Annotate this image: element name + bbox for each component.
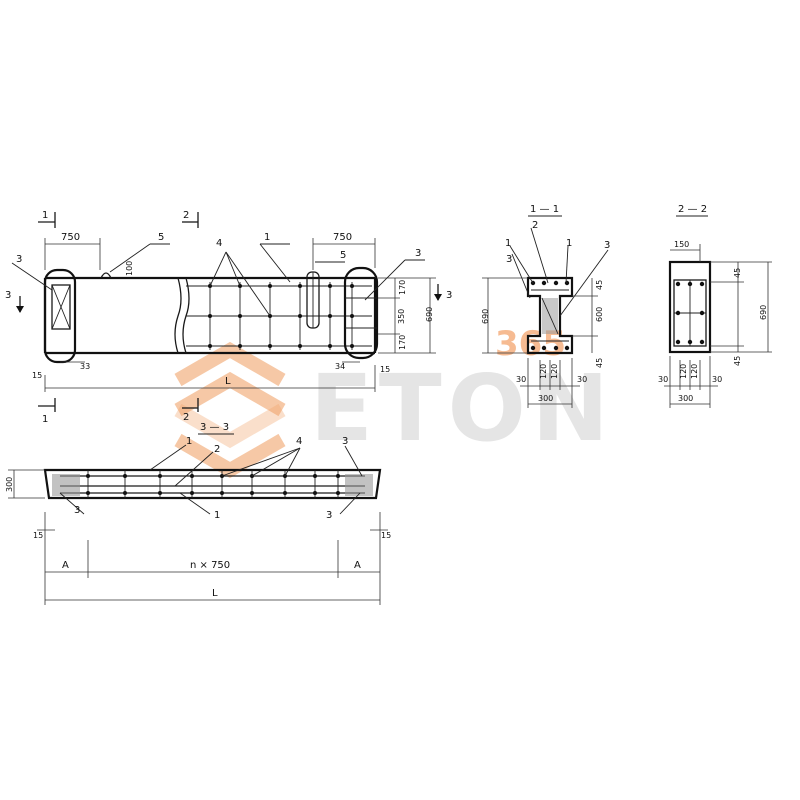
s11-dim-120-a: 120 <box>539 364 548 379</box>
s33-callout-4: 4 <box>296 436 302 447</box>
dim-33: 33 <box>80 362 90 371</box>
s22-dim-120-b: 120 <box>690 364 699 379</box>
s11-callout-3-right: 3 <box>604 240 610 251</box>
section-mark-3-left: 3 <box>5 290 11 301</box>
rebar-dots-section-3 <box>86 474 340 495</box>
s11-dim-45-top: 45 <box>595 280 604 290</box>
section-mark-2-top: 2 <box>183 210 189 221</box>
s33-dim-n750: n × 750 <box>190 560 230 571</box>
s33-callout-3-right: 3 <box>326 510 332 521</box>
dim-170-top: 170 <box>398 280 407 295</box>
watermark: ETON 365 <box>174 324 615 479</box>
s33-dim-15-left: 15 <box>33 531 43 540</box>
s11-dim-30-right: 30 <box>577 375 587 384</box>
plan-view: 1 1 2 2 3 3 750 750 100 <box>5 210 452 425</box>
section-mark-3-right: 3 <box>446 290 452 301</box>
dim-690-plan: 690 <box>425 307 434 322</box>
s11-dim-30-left: 30 <box>516 375 526 384</box>
s33-callout-3-top: 3 <box>342 436 348 447</box>
section-mark-2-bottom: 2 <box>183 412 189 423</box>
dim-100: 100 <box>125 261 134 276</box>
s11-dim-690: 690 <box>481 309 490 324</box>
callout-3-left: 3 <box>16 254 22 265</box>
dim-750-left: 750 <box>61 232 80 243</box>
dim-170-bottom: 170 <box>398 335 407 350</box>
section-2-2: 2 — 2 150 45 690 45 30 120 120 30 <box>658 204 772 408</box>
section-3-3-title: 3 — 3 <box>200 422 229 433</box>
s11-dim-600: 600 <box>595 307 604 322</box>
dim-15-left-plan: 15 <box>32 371 42 380</box>
s11-callout-3-left: 3 <box>506 254 512 265</box>
dim-L-plan: L <box>225 376 231 387</box>
dim-15-right-plan: 15 <box>380 365 390 374</box>
section-2-2-title: 2 — 2 <box>678 204 707 215</box>
section-mark-1-bottom: 1 <box>42 414 48 425</box>
s22-dim-690: 690 <box>759 305 768 320</box>
s11-callout-2: 2 <box>532 220 538 231</box>
dim-34: 34 <box>335 362 345 371</box>
s11-dim-300: 300 <box>538 394 553 403</box>
s22-dim-45-bottom: 45 <box>733 356 742 366</box>
s11-callout-1-left: 1 <box>505 238 511 249</box>
s22-dim-45-top: 45 <box>733 268 742 278</box>
callout-5-left: 5 <box>158 232 164 243</box>
callout-5-right: 5 <box>340 250 346 261</box>
s33-callout-2: 2 <box>214 444 220 455</box>
s22-dim-150: 150 <box>674 240 689 249</box>
s11-callout-1-right: 1 <box>566 238 572 249</box>
s22-dim-300: 300 <box>678 394 693 403</box>
s33-dim-15-right: 15 <box>381 531 391 540</box>
section-3-3: 3 — 3 <box>5 422 391 605</box>
s22-dim-30-left: 30 <box>658 375 668 384</box>
s33-callout-3-left: 3 <box>74 505 80 516</box>
section-1-1: 1 — 1 2 1 1 3 3 690 45 600 45 <box>481 204 610 408</box>
s11-dim-45-bottom: 45 <box>595 358 604 368</box>
section-1-1-title: 1 — 1 <box>530 204 559 215</box>
section-mark-1-top: 1 <box>42 210 48 221</box>
s33-callout-1-bottom: 1 <box>214 510 220 521</box>
s22-dim-30-right: 30 <box>712 375 722 384</box>
s11-dim-120-b: 120 <box>550 364 559 379</box>
callout-3-right: 3 <box>415 248 421 259</box>
callout-1-plan: 1 <box>264 232 270 243</box>
s33-dim-A-left: A <box>62 560 69 571</box>
dim-350: 350 <box>397 309 406 324</box>
s33-callout-1-top: 1 <box>186 436 192 447</box>
s22-dim-120-a: 120 <box>679 364 688 379</box>
s33-dim-L: L <box>212 588 218 599</box>
callout-4-plan: 4 <box>216 238 222 249</box>
s33-dim-A-right: A <box>354 560 361 571</box>
dim-750-right: 750 <box>333 232 352 243</box>
watermark-brand: ETON <box>310 355 615 462</box>
watermark-logo-icon <box>174 341 286 479</box>
s33-dim-300: 300 <box>5 477 14 492</box>
